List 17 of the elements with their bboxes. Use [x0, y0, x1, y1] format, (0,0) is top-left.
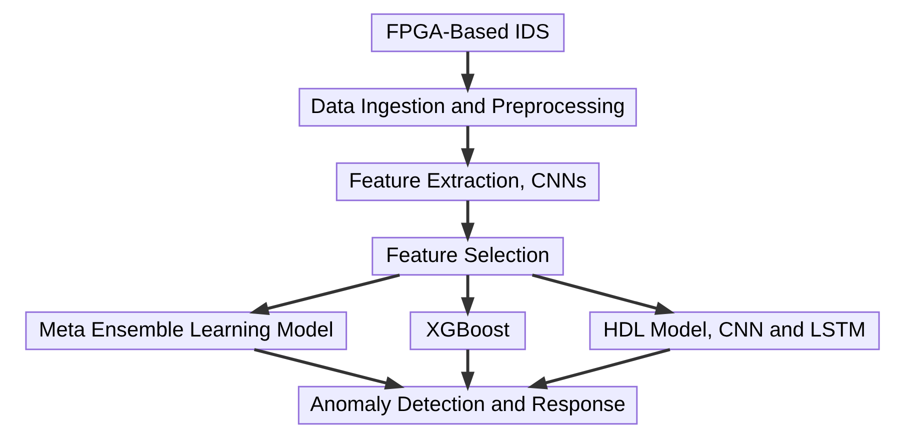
node-box: Feature Selection	[371, 236, 564, 276]
node-box: HDL Model, CNN and LSTM	[588, 311, 880, 350]
arrow	[460, 275, 474, 317]
arrow	[460, 52, 474, 94]
node-box: Data Ingestion and Preprocessing	[298, 88, 636, 127]
node-box: XGBoost	[409, 311, 526, 350]
arrow	[460, 200, 474, 242]
node-box: Meta Ensemble Learning Model	[24, 311, 347, 350]
arrow	[253, 348, 404, 390]
arrow	[248, 274, 400, 316]
node-box: Feature Extraction, CNNs	[335, 162, 600, 202]
node-box: FPGA-Based IDS	[370, 13, 564, 52]
arrow	[526, 348, 670, 390]
arrow	[460, 126, 474, 168]
arrow	[460, 350, 474, 392]
node-box: Anomaly Detection and Response	[297, 386, 638, 425]
arrow	[531, 274, 674, 315]
